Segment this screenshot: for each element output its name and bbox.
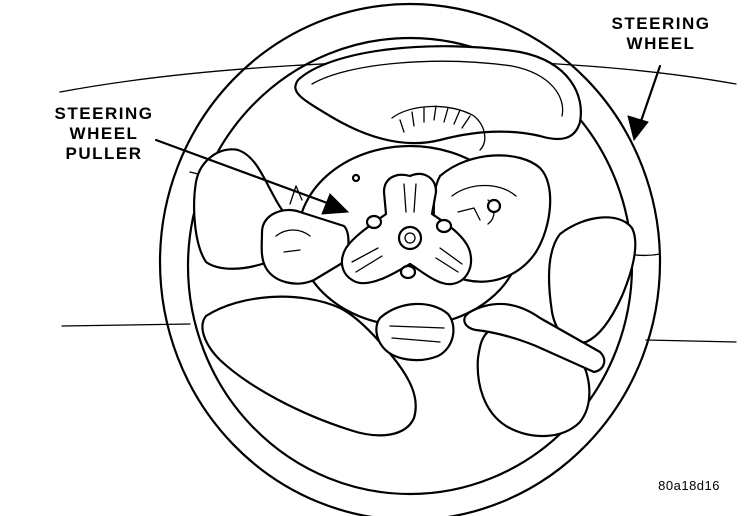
puller-bolt-left: [365, 214, 383, 230]
column-gear-hatch: [399, 105, 471, 133]
steering-wheel-puller-tool: [340, 172, 473, 286]
upper-spoke-opening: [294, 45, 582, 145]
puller-bolt-right: [435, 218, 453, 234]
steering-wheel-label-line-2: WHEEL: [626, 34, 696, 53]
puller-label-line-3: PULLER: [65, 144, 143, 163]
puller-arm-slot-right: [435, 247, 463, 273]
upper-spoke-inner-line: [311, 60, 564, 117]
steering-wheel-label: STEERING WHEEL: [596, 14, 726, 54]
dashboard-lower-edge-right: [645, 339, 737, 343]
column-gear-teeth: [391, 105, 486, 151]
puller-arm-slot-left: [351, 247, 383, 273]
wiring-harness: [463, 303, 606, 374]
steering-wheel-puller-label: STEERING WHEEL PULLER: [34, 104, 174, 164]
puller-label-line-1: STEERING: [54, 104, 154, 123]
switch-screw-head: [486, 198, 502, 214]
figure-code: 80a18d16: [658, 478, 720, 493]
dashboard-lower-edge-left: [61, 323, 191, 327]
hub-screw: [351, 173, 361, 183]
steering-wheel-label-line-1: STEERING: [611, 14, 711, 33]
column-connector: [375, 302, 455, 362]
left-bracket-detail: [275, 185, 311, 253]
puller-center-screw: [397, 225, 423, 251]
puller-bolt-bottom: [399, 264, 417, 280]
puller-arm-slot-top: [403, 183, 417, 213]
right-spoke-opening: [547, 216, 637, 344]
puller-center-screw-inner: [404, 232, 416, 244]
wheel-rim-outer: [158, 2, 662, 516]
leader-arrow-puller: [154, 138, 350, 215]
connector-detail: [389, 325, 445, 343]
puller-label-line-2: WHEEL: [69, 124, 139, 143]
leader-arrow-wheel: [627, 64, 662, 142]
lower-spoke-opening: [201, 295, 417, 437]
